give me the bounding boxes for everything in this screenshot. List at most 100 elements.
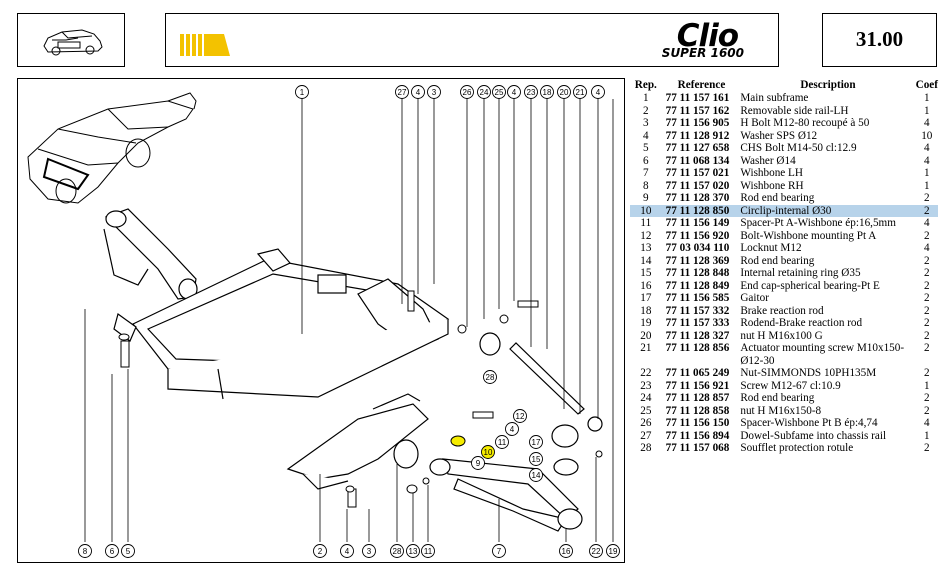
callout-11[interactable]: 11 [421, 544, 435, 558]
cell-coef: 2 [924, 367, 930, 379]
callout-circle [529, 435, 543, 449]
callout-4[interactable]: 4 [411, 85, 425, 99]
main-subframe-drawing [113, 248, 450, 400]
cell-rep: 1 [643, 92, 649, 104]
callout-5[interactable]: 5 [121, 544, 135, 558]
callout-8[interactable]: 8 [78, 544, 92, 558]
callout-26[interactable]: 26 [460, 85, 474, 99]
cell-coef: 4 [924, 417, 930, 429]
leader-lines [84, 99, 614, 542]
callout-circle [495, 435, 509, 449]
cell-reference: 77 03 034 110 [665, 242, 730, 254]
cell-reference: 77 11 156 920 [665, 229, 730, 242]
callout-15[interactable]: 15 [529, 452, 543, 466]
callout-label: 28 [486, 373, 495, 382]
callout-3[interactable]: 3 [362, 544, 376, 558]
callout-13[interactable]: 13 [406, 544, 420, 558]
callout-22[interactable]: 22 [589, 544, 603, 558]
cell-coef: 2 [924, 304, 930, 317]
cell-description: Washer Ø14 [740, 154, 796, 167]
cell-coef: 2 [924, 279, 930, 292]
callout-12[interactable]: 12 [513, 409, 527, 423]
callout-16[interactable]: 16 [559, 544, 573, 558]
cell-coef: 1 [924, 167, 930, 179]
callout-28[interactable]: 28 [483, 370, 497, 384]
callout-circle [606, 544, 620, 558]
cell-description: Removable side rail-LH [740, 104, 849, 117]
callout-label: 22 [592, 547, 601, 556]
callout-circle [411, 85, 425, 99]
callout-23[interactable]: 23 [524, 85, 538, 99]
callout-20[interactable]: 20 [557, 85, 571, 99]
callout-label: 19 [609, 547, 618, 556]
cell-rep: 8 [643, 179, 649, 192]
cell-description: Internal retaining ring Ø35 [740, 267, 861, 279]
callout-4[interactable]: 4 [505, 422, 519, 436]
callout-circle [395, 85, 409, 99]
callout-21[interactable]: 21 [573, 85, 587, 99]
callout-18[interactable]: 18 [540, 85, 554, 99]
callout-label: 10 [484, 448, 493, 457]
callout-9[interactable]: 9 [471, 456, 485, 470]
cell-reference: 77 11 156 150 [665, 417, 730, 429]
cell-rep: 20 [640, 329, 652, 342]
callout-28[interactable]: 28 [390, 544, 404, 558]
callout-4[interactable]: 4 [340, 544, 354, 558]
cell-description: Nut-SIMMONDS 10PH135M [740, 367, 877, 379]
callout-label: 7 [497, 547, 502, 556]
callout-label: 26 [463, 88, 472, 97]
callout-4[interactable]: 4 [507, 85, 521, 99]
callout-11[interactable]: 11 [495, 435, 509, 449]
callout-circle [573, 85, 587, 99]
cell-coef: 2 [915, 204, 938, 217]
callout-6[interactable]: 6 [105, 544, 119, 558]
cell-coef: 2 [924, 192, 930, 204]
callout-10[interactable]: 10 [481, 445, 495, 459]
callout-label: 27 [398, 88, 407, 97]
callout-3[interactable]: 3 [427, 85, 441, 99]
cell-reference: 77 11 128 912 [665, 129, 730, 142]
callout-4[interactable]: 4 [591, 85, 605, 99]
table-header-row: Rep. Reference Description Coef [630, 79, 938, 92]
callout-1[interactable]: 1 [295, 85, 309, 99]
cell-coef: 4 [924, 217, 930, 229]
callout-7[interactable]: 7 [492, 544, 506, 558]
callout-25[interactable]: 25 [492, 85, 506, 99]
subframe-assembly-drawing: 2743262425423182021418652432813117162219… [27, 85, 620, 558]
callout-24[interactable]: 24 [477, 85, 491, 99]
callout-19[interactable]: 19 [606, 544, 620, 558]
callout-14[interactable]: 14 [529, 468, 543, 482]
callout-2[interactable]: 2 [313, 544, 327, 558]
callout-27[interactable]: 27 [395, 85, 409, 99]
callout-17[interactable]: 17 [529, 435, 543, 449]
